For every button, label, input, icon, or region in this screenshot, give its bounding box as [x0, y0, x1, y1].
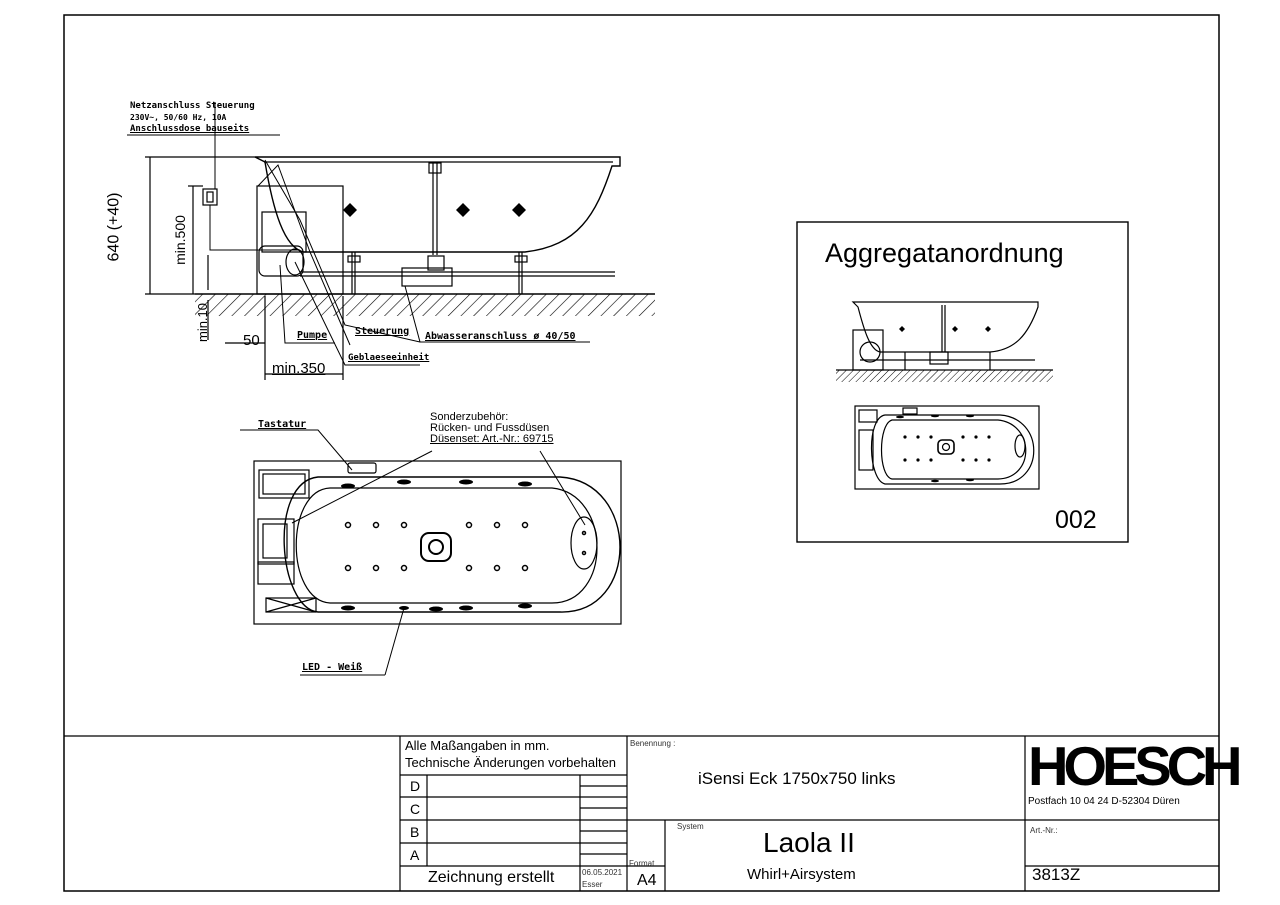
revision-c: C	[410, 801, 421, 817]
accessory-line3: Düsenset: Art.-Nr.: 69715	[430, 433, 554, 445]
revision-a: A	[410, 847, 420, 863]
side-elevation-view	[127, 102, 655, 380]
offset-50-dimension: 50	[243, 332, 260, 349]
format-label: Format	[629, 859, 655, 868]
power-callout-line2: 230V~, 50/60 Hz, 10A	[130, 113, 227, 122]
inset-number: 002	[1055, 506, 1097, 534]
accessory-line2: Rücken- und Fussdüsen	[430, 422, 550, 434]
format-value: A4	[637, 872, 657, 889]
min350-dimension: min.350	[272, 360, 326, 377]
side-jets	[343, 203, 526, 217]
revision-b: B	[410, 824, 420, 840]
led-label: LED - Weiß	[302, 662, 363, 673]
drain-label: Abwasseranschluss ø 40/50	[425, 331, 576, 342]
accessory-line1: Sonderzubehör:	[430, 411, 509, 423]
title-block-grid	[64, 735, 1219, 891]
created-by: Esser	[582, 880, 603, 889]
inset-frame	[796, 221, 1129, 543]
article-number: 3813Z	[1032, 865, 1081, 884]
keypad-label: Tastatur	[258, 419, 307, 430]
designation-label: Benennung :	[630, 739, 676, 748]
plan-jets	[344, 521, 587, 572]
blower-label: Geblaeseeinheit	[348, 353, 430, 363]
system-subtitle: Whirl+Airsystem	[747, 866, 856, 883]
height-dimension: 640 (+40)	[105, 192, 123, 262]
plan-view	[240, 429, 622, 676]
plan-leds	[341, 479, 532, 612]
created-date: 06.05.2021	[582, 868, 623, 877]
change-note: Technische Änderungen vorbehalten	[405, 755, 617, 770]
min10-dimension: min.10	[195, 302, 211, 343]
sheet-border	[63, 14, 1220, 892]
inset-jets	[896, 326, 991, 483]
system-name: Laola II	[763, 827, 855, 858]
power-callout-line3: Anschlussdose bauseits	[130, 124, 250, 134]
created-label: Zeichnung erstellt	[428, 869, 555, 886]
hoesch-logo: HOESCH	[1028, 735, 1243, 797]
company-address: Postfach 10 04 24 D-52304 Düren	[1028, 796, 1180, 807]
dimension-note: Alle Maßangaben in mm.	[405, 738, 550, 753]
pump-label: Pumpe	[297, 330, 328, 341]
system-label: System	[677, 822, 704, 831]
article-label: Art.-Nr.:	[1030, 826, 1058, 835]
designation-value: iSensi Eck 1750x750 links	[698, 769, 896, 788]
min500-dimension: min.500	[171, 215, 188, 265]
control-label: Steuerung	[355, 326, 410, 337]
inset-title: Aggregatanordnung	[825, 238, 1064, 268]
power-callout-line1: Netzanschluss Steuerung	[130, 101, 255, 111]
revision-d: D	[410, 778, 421, 794]
